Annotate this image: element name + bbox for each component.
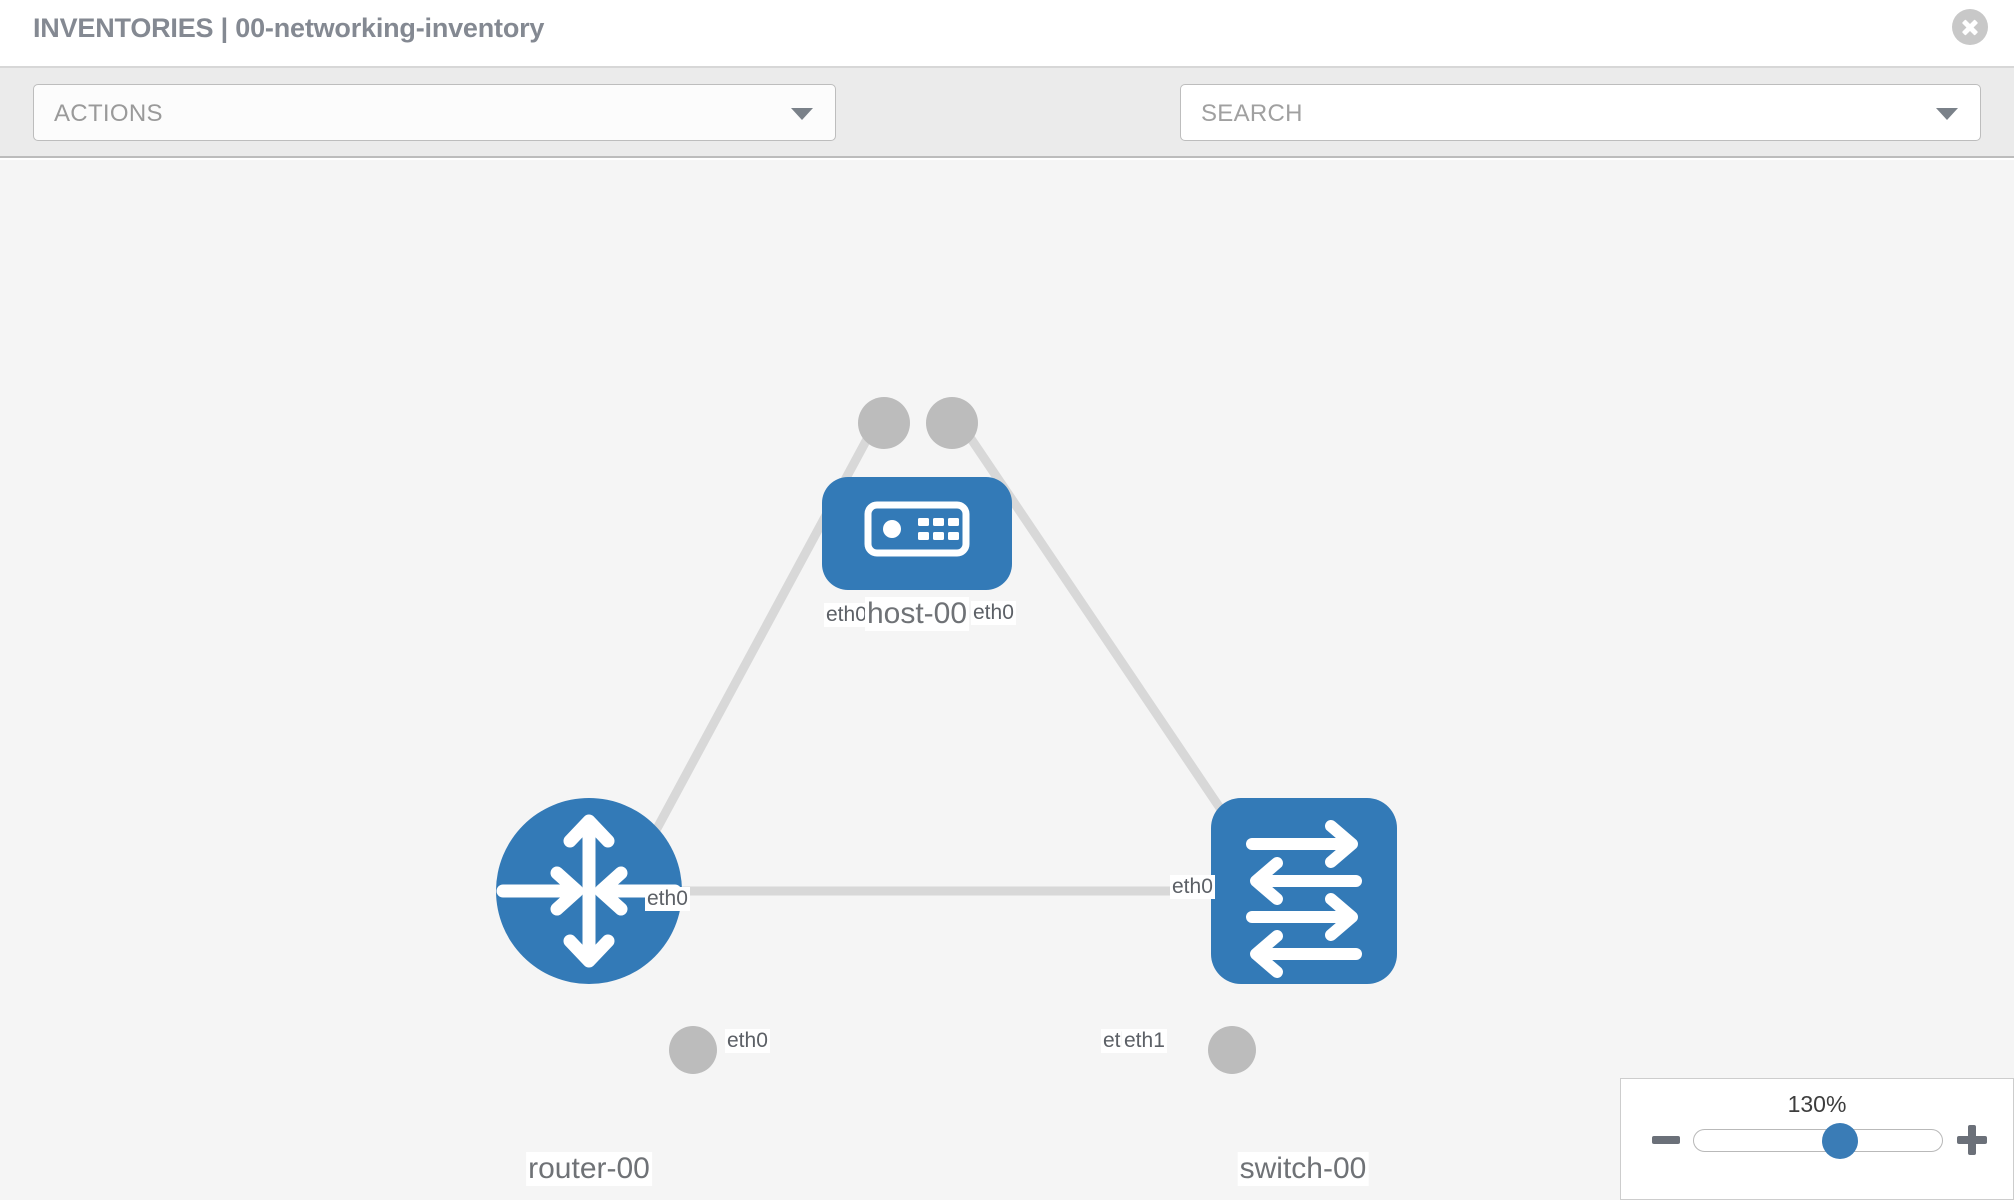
topology-graph[interactable] bbox=[0, 160, 2014, 1200]
page-title: INVENTORIES | 00-networking-inventory bbox=[33, 13, 545, 43]
zoom-slider[interactable] bbox=[1693, 1123, 1943, 1159]
topology-canvas[interactable]: eth0 eth0 eth0 eth0 eth0 eth eth1 host-0… bbox=[0, 160, 2014, 1200]
connector-switch-left bbox=[1208, 1026, 1256, 1074]
connector-host-right bbox=[926, 397, 978, 449]
node-label-host: host-00 bbox=[864, 597, 970, 631]
actions-dropdown-label: ACTIONS bbox=[54, 100, 163, 127]
connector-host-left bbox=[858, 397, 910, 449]
zoom-out-button[interactable] bbox=[1649, 1123, 1683, 1157]
iface-label: eth1 bbox=[1122, 1029, 1167, 1053]
zoom-control[interactable]: 130% bbox=[1620, 1078, 2014, 1200]
iface-label: eth0 bbox=[725, 1029, 770, 1053]
iface-label: eth0 bbox=[1170, 875, 1215, 899]
node-label-switch: switch-00 bbox=[1237, 1152, 1369, 1186]
node-switch-00[interactable] bbox=[1211, 798, 1397, 984]
node-label-router: router-00 bbox=[526, 1152, 652, 1186]
window-header: INVENTORIES | 00-networking-inventory bbox=[0, 0, 2014, 68]
search-placeholder: SEARCH bbox=[1201, 100, 1303, 127]
chevron-down-icon bbox=[1936, 107, 1958, 120]
zoom-in-button[interactable] bbox=[1955, 1123, 1989, 1157]
iface-label: eth0 bbox=[971, 601, 1016, 625]
zoom-percent-label: 130% bbox=[1787, 1091, 1847, 1117]
connector-router-right bbox=[669, 1026, 717, 1074]
node-host-00[interactable] bbox=[822, 477, 1012, 590]
chevron-down-icon bbox=[791, 107, 813, 120]
actions-dropdown[interactable]: ACTIONS bbox=[33, 84, 836, 141]
toolbar: ACTIONS SEARCH bbox=[0, 68, 2014, 199]
zoom-slider-thumb[interactable] bbox=[1822, 1123, 1859, 1159]
iface-label: eth0 bbox=[824, 603, 869, 627]
iface-label: eth0 bbox=[645, 887, 690, 911]
close-icon[interactable] bbox=[1952, 9, 1988, 45]
search-input[interactable]: SEARCH bbox=[1180, 84, 1981, 141]
